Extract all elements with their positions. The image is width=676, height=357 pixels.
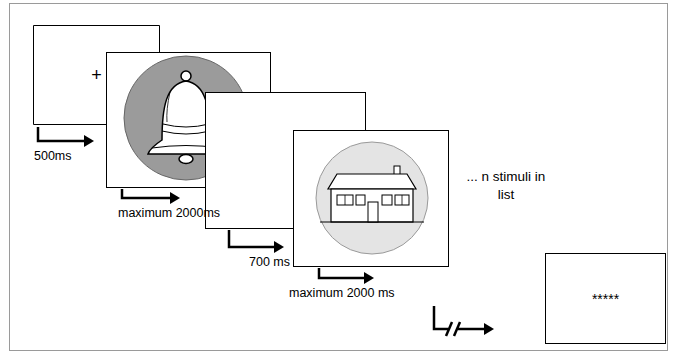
timing-arrow [122, 189, 172, 198]
bell-clapper [179, 155, 193, 164]
timing-label: 500ms [34, 148, 114, 165]
timing-arrow [458, 328, 486, 331]
house-door [368, 202, 378, 222]
screen-box: ***** [545, 253, 666, 344]
break-mark [446, 322, 452, 336]
bell-shading [167, 92, 170, 122]
arrow-head [484, 323, 494, 335]
timing-label: ... n stimuli in list [462, 168, 550, 204]
arrow-head [170, 192, 180, 204]
timing-arrow [434, 306, 448, 329]
house-roof [328, 174, 416, 189]
screen-symbol: ***** [592, 291, 619, 307]
window-bar [345, 195, 346, 205]
arrow-heads [84, 135, 494, 335]
window-bar [402, 195, 403, 205]
house-window [382, 195, 392, 205]
timing-arrow [229, 230, 276, 247]
bell-band [162, 131, 210, 134]
break-mark [454, 322, 460, 336]
picture-disc [316, 142, 428, 254]
timing-label: maximum 2000ms [118, 205, 248, 222]
timing-arrow [38, 127, 86, 141]
house-window [356, 195, 365, 205]
outer-frame [10, 4, 668, 351]
timing-label: 700 ms [249, 254, 329, 271]
arrow-head [84, 135, 94, 147]
screen-outline-path [34, 26, 160, 125]
bell-knob [181, 71, 191, 81]
timing-label: maximum 2000 ms [289, 285, 429, 302]
arrow-head [364, 272, 374, 284]
screen-symbol: + [91, 65, 102, 86]
screen-box: + [33, 25, 160, 125]
house-window [337, 195, 353, 205]
stimulus-screen [294, 131, 449, 267]
arrow-head [274, 241, 284, 253]
house-window [395, 195, 409, 205]
house-wall [331, 189, 413, 222]
ground-line [320, 222, 424, 223]
bell-band [163, 124, 209, 127]
timing-arrows [38, 127, 486, 336]
timing-arrow [319, 268, 366, 278]
house-picture [316, 142, 428, 254]
